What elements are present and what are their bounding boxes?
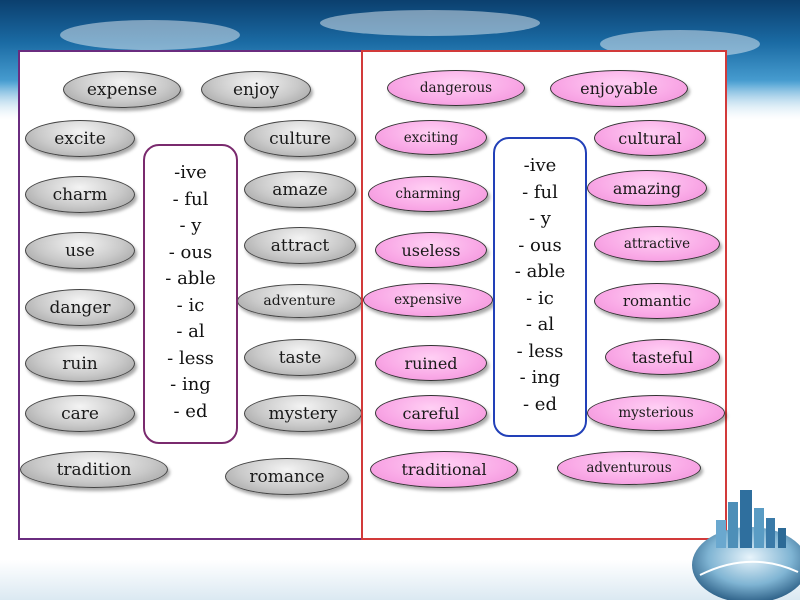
suffix-ic: - ic xyxy=(495,286,585,313)
word-danger[interactable]: danger xyxy=(25,289,135,326)
suffix-al: - al xyxy=(145,319,236,346)
suffix-able: - able xyxy=(145,266,236,293)
word-use[interactable]: use xyxy=(25,232,135,269)
suffix-ed: - ed xyxy=(495,392,585,419)
word-romance[interactable]: romance xyxy=(225,458,349,495)
suffix-less: - less xyxy=(495,339,585,366)
suffix-ful: - ful xyxy=(145,187,236,214)
suffix-y: - y xyxy=(145,213,236,240)
word-mystery[interactable]: mystery xyxy=(244,395,362,432)
word-attractive[interactable]: attractive xyxy=(594,226,720,262)
word-useless[interactable]: useless xyxy=(375,232,487,268)
suffix-ive: -ive xyxy=(145,160,236,187)
word-exciting[interactable]: exciting xyxy=(375,120,487,155)
word-attract[interactable]: attract xyxy=(244,227,356,264)
word-excite[interactable]: excite xyxy=(25,120,135,157)
word-tasteful[interactable]: tasteful xyxy=(605,339,720,375)
word-careful[interactable]: careful xyxy=(375,395,487,431)
suffix-ic: - ic xyxy=(145,293,236,320)
suffix-y: - y xyxy=(495,206,585,233)
word-romantic[interactable]: romantic xyxy=(594,283,720,319)
suffix-able: - able xyxy=(495,259,585,286)
cloud xyxy=(60,20,240,50)
word-culture[interactable]: culture xyxy=(244,120,356,157)
suffix-ing: - ing xyxy=(495,365,585,392)
word-amaze[interactable]: amaze xyxy=(244,171,356,208)
suffix-less: - less xyxy=(145,346,236,373)
word-enjoy[interactable]: enjoy xyxy=(201,71,311,108)
word-cultural[interactable]: cultural xyxy=(594,120,706,156)
cloud xyxy=(320,10,540,36)
footer-background xyxy=(0,560,800,600)
word-mysterious[interactable]: mysterious xyxy=(587,395,725,431)
word-charming[interactable]: charming xyxy=(368,176,488,212)
word-amazing[interactable]: amazing xyxy=(587,170,707,206)
word-taste[interactable]: taste xyxy=(244,339,356,376)
word-adventurous[interactable]: adventurous xyxy=(557,451,701,485)
word-charm[interactable]: charm xyxy=(25,176,135,213)
word-expensive[interactable]: expensive xyxy=(363,283,493,317)
word-ruin[interactable]: ruin xyxy=(25,345,135,382)
word-adventure[interactable]: adventure xyxy=(237,284,362,318)
suffix-ive: -ive xyxy=(495,153,585,180)
suffix-list-left: -ive - ful - y - ous - able - ic - al - … xyxy=(143,144,238,444)
word-traditional[interactable]: traditional xyxy=(370,451,518,488)
word-expense[interactable]: expense xyxy=(63,71,181,108)
suffix-al: - al xyxy=(495,312,585,339)
suffix-ed: - ed xyxy=(145,399,236,426)
suffix-ful: - ful xyxy=(495,180,585,207)
word-dangerous[interactable]: dangerous xyxy=(387,70,525,106)
suffix-list-right: -ive - ful - y - ous - able - ic - al - … xyxy=(493,137,587,437)
globe-city-decoration xyxy=(690,480,800,600)
suffix-ous: - ous xyxy=(145,240,236,267)
suffix-ous: - ous xyxy=(495,233,585,260)
suffix-ing: - ing xyxy=(145,372,236,399)
word-enjoyable[interactable]: enjoyable xyxy=(550,70,688,107)
word-care[interactable]: care xyxy=(25,395,135,432)
word-ruined[interactable]: ruined xyxy=(375,345,487,381)
word-tradition[interactable]: tradition xyxy=(20,451,168,488)
